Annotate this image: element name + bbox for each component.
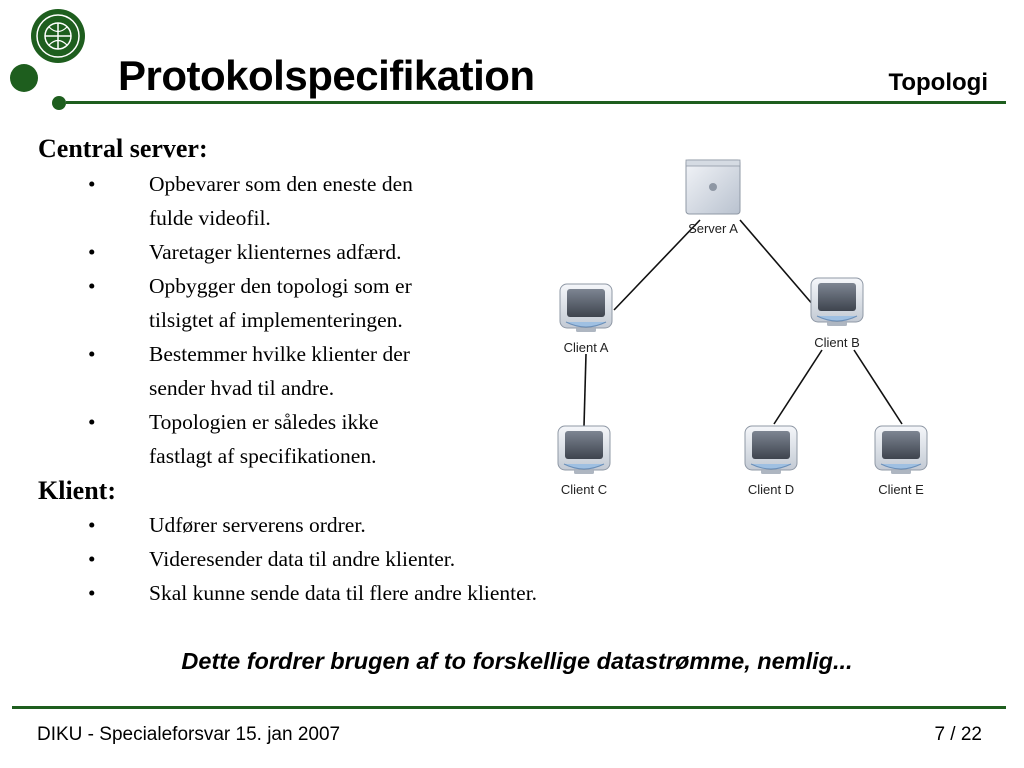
list-item-line: Varetager klienternes adfærd.	[149, 240, 402, 264]
node-label-client-d: Client D	[748, 482, 794, 497]
section-tag: Topologi	[888, 69, 988, 96]
list-item-line: Videresender data til andre klienter.	[149, 547, 456, 571]
server-bullet-list: • Opbevarer som den eneste den fulde vid…	[0, 167, 469, 473]
decor-dot-small	[52, 96, 66, 110]
page-number: 7 / 22	[934, 724, 982, 745]
list-item-line: Topologien er således ikke	[149, 410, 379, 434]
imac-computer-icon	[559, 283, 613, 333]
list-item-line: Udfører serverens ordrer.	[149, 513, 366, 537]
list-item: • Topologien er således ikke fastlagt af…	[0, 405, 469, 473]
link-client-b-client-d	[773, 349, 823, 425]
list-item: • Varetager klienternes adfærd.	[0, 235, 469, 269]
list-item: • Opbevarer som den eneste den fulde vid…	[0, 167, 469, 235]
node-label-client-e: Client E	[878, 482, 924, 497]
list-item: • Udfører serverens ordrer.	[0, 508, 537, 542]
list-item-line: tilsigtet af implementeringen.	[149, 308, 403, 332]
node-label-client-b: Client B	[814, 335, 860, 350]
topology-diagram: Server A Client A Client B Client C Clie…	[557, 159, 928, 497]
link-client-b-client-e	[853, 349, 903, 425]
list-item-line: fulde videofil.	[149, 206, 271, 230]
client-heading: Klient:	[38, 476, 116, 505]
server-tower-icon	[685, 159, 741, 215]
list-item-line: fastlagt af specifikationen.	[149, 444, 377, 468]
list-item-line: Opbevarer som den eneste den	[149, 172, 413, 196]
link-server-client-a	[613, 219, 701, 311]
client-bullet-list: • Udfører serverens ordrer. • Videresend…	[0, 508, 537, 610]
imac-computer-icon	[874, 425, 928, 475]
university-seal-icon	[31, 9, 85, 63]
link-client-a-client-c	[583, 353, 587, 427]
decor-dot-large	[10, 64, 38, 92]
node-label-client-a: Client A	[564, 340, 609, 355]
bullet-icon: •	[88, 513, 96, 537]
imac-computer-icon	[810, 277, 864, 327]
bullet-icon: •	[88, 172, 96, 196]
list-item-line: sender hvad til andre.	[149, 376, 335, 400]
node-label-client-c: Client C	[561, 482, 607, 497]
link-server-client-b	[739, 219, 815, 307]
bullet-icon: •	[88, 274, 96, 298]
node-label-server-a: Server A	[688, 221, 738, 236]
list-item-line: Skal kunne sende data til flere andre kl…	[149, 581, 538, 605]
list-item-line: Bestemmer hvilke klienter der	[149, 342, 410, 366]
list-item: • Videresender data til andre klienter.	[0, 542, 537, 576]
list-item: • Bestemmer hvilke klienter der sender h…	[0, 337, 469, 405]
header-rule	[66, 101, 1006, 104]
page-title: Protokolspecifikation	[118, 52, 535, 99]
conclusion-text: Dette fordrer brugen af to forskellige d…	[181, 648, 853, 674]
list-item: • Skal kunne sende data til flere andre …	[0, 576, 537, 610]
footer-rule	[12, 706, 1006, 709]
bullet-icon: •	[88, 581, 96, 605]
imac-computer-icon	[557, 425, 611, 475]
list-item-line: Opbygger den topologi som er	[149, 274, 412, 298]
bullet-icon: •	[88, 410, 96, 434]
server-heading: Central server:	[38, 134, 208, 163]
list-item: • Opbygger den topologi som er tilsigtet…	[0, 269, 469, 337]
bullet-icon: •	[88, 240, 96, 264]
bullet-icon: •	[88, 547, 96, 571]
bullet-icon: •	[88, 342, 96, 366]
imac-computer-icon	[744, 425, 798, 475]
footer-title: DIKU - Specialeforsvar 15. jan 2007	[37, 724, 341, 745]
